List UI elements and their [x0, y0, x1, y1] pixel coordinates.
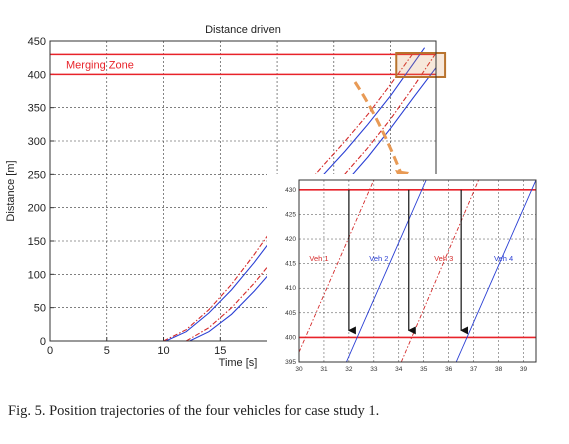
inset-series-line-2 [345, 180, 427, 362]
y-tick-label: 100 [28, 269, 46, 281]
inset-x-tick-label: 38 [495, 366, 503, 373]
inset-x-tick-label: 34 [395, 366, 403, 373]
inset-x-tick-label: 30 [295, 366, 303, 373]
vehicle-label: Veh 1 [309, 254, 328, 263]
inset-y-tick-label: 405 [285, 310, 296, 317]
inset-x-tick-label: 32 [345, 366, 353, 373]
inset-x-tick-label: 36 [445, 366, 453, 373]
inset-frame [298, 179, 537, 363]
x-tick-label: 0 [47, 345, 53, 357]
figure: 0510152025050100150200250300350400450Mer… [5, 24, 544, 380]
y-tick-label: 300 [28, 136, 46, 148]
inset-y-tick-label: 415 [285, 261, 296, 268]
inset-chart: 30 31 32 33 34 35 36 37 38 39 395 400 405 410 415 420 42… [267, 174, 544, 380]
y-tick-label: 400 [28, 69, 46, 81]
inset-x-tick-label: 37 [470, 366, 478, 373]
merging-zone-label: Merging Zone [66, 59, 134, 71]
x-axis-label: Time [s] [219, 357, 258, 369]
inset-y-tick-label: 395 [285, 359, 296, 366]
vehicle-label: Veh 2 [369, 254, 388, 263]
figure-caption: Fig. 5. Position trajectories of the fou… [8, 403, 380, 419]
inset-x-tick-label: 33 [370, 366, 378, 373]
x-tick-label: 15 [214, 345, 226, 357]
y-tick-label: 450 [28, 36, 46, 48]
inset-x-tick-label: 39 [520, 366, 528, 373]
inset-y-tick-label: 425 [285, 211, 296, 218]
y-tick-label: 200 [28, 203, 46, 215]
y-tick-label: 250 [28, 169, 46, 181]
zoom-box [395, 52, 447, 78]
y-tick-label: 350 [28, 103, 46, 115]
inset-series-line-3 [400, 180, 480, 362]
vehicle-label: Veh 4 [494, 254, 513, 263]
inset-y-tick-label: 420 [285, 236, 296, 243]
y-axis-label: Distance [m] [5, 160, 17, 221]
inset-x-tick-label: 35 [420, 366, 428, 373]
inset-x-tick-label: 31 [320, 366, 328, 373]
chart-title: Distance driven [205, 24, 281, 36]
vehicle-label: Veh 3 [434, 254, 453, 263]
x-tick-label: 5 [104, 345, 110, 357]
inset-y-tick-label: 410 [285, 285, 296, 292]
y-tick-label: 0 [40, 336, 46, 348]
inset-y-tick-label: 400 [285, 334, 296, 341]
inset-series-line-1 [299, 180, 375, 353]
inset-y-tick-label: 430 [285, 187, 296, 194]
x-tick-label: 10 [157, 345, 169, 357]
y-tick-label: 150 [28, 236, 46, 248]
inset-series-line-4 [455, 180, 536, 362]
y-tick-label: 50 [34, 303, 46, 315]
